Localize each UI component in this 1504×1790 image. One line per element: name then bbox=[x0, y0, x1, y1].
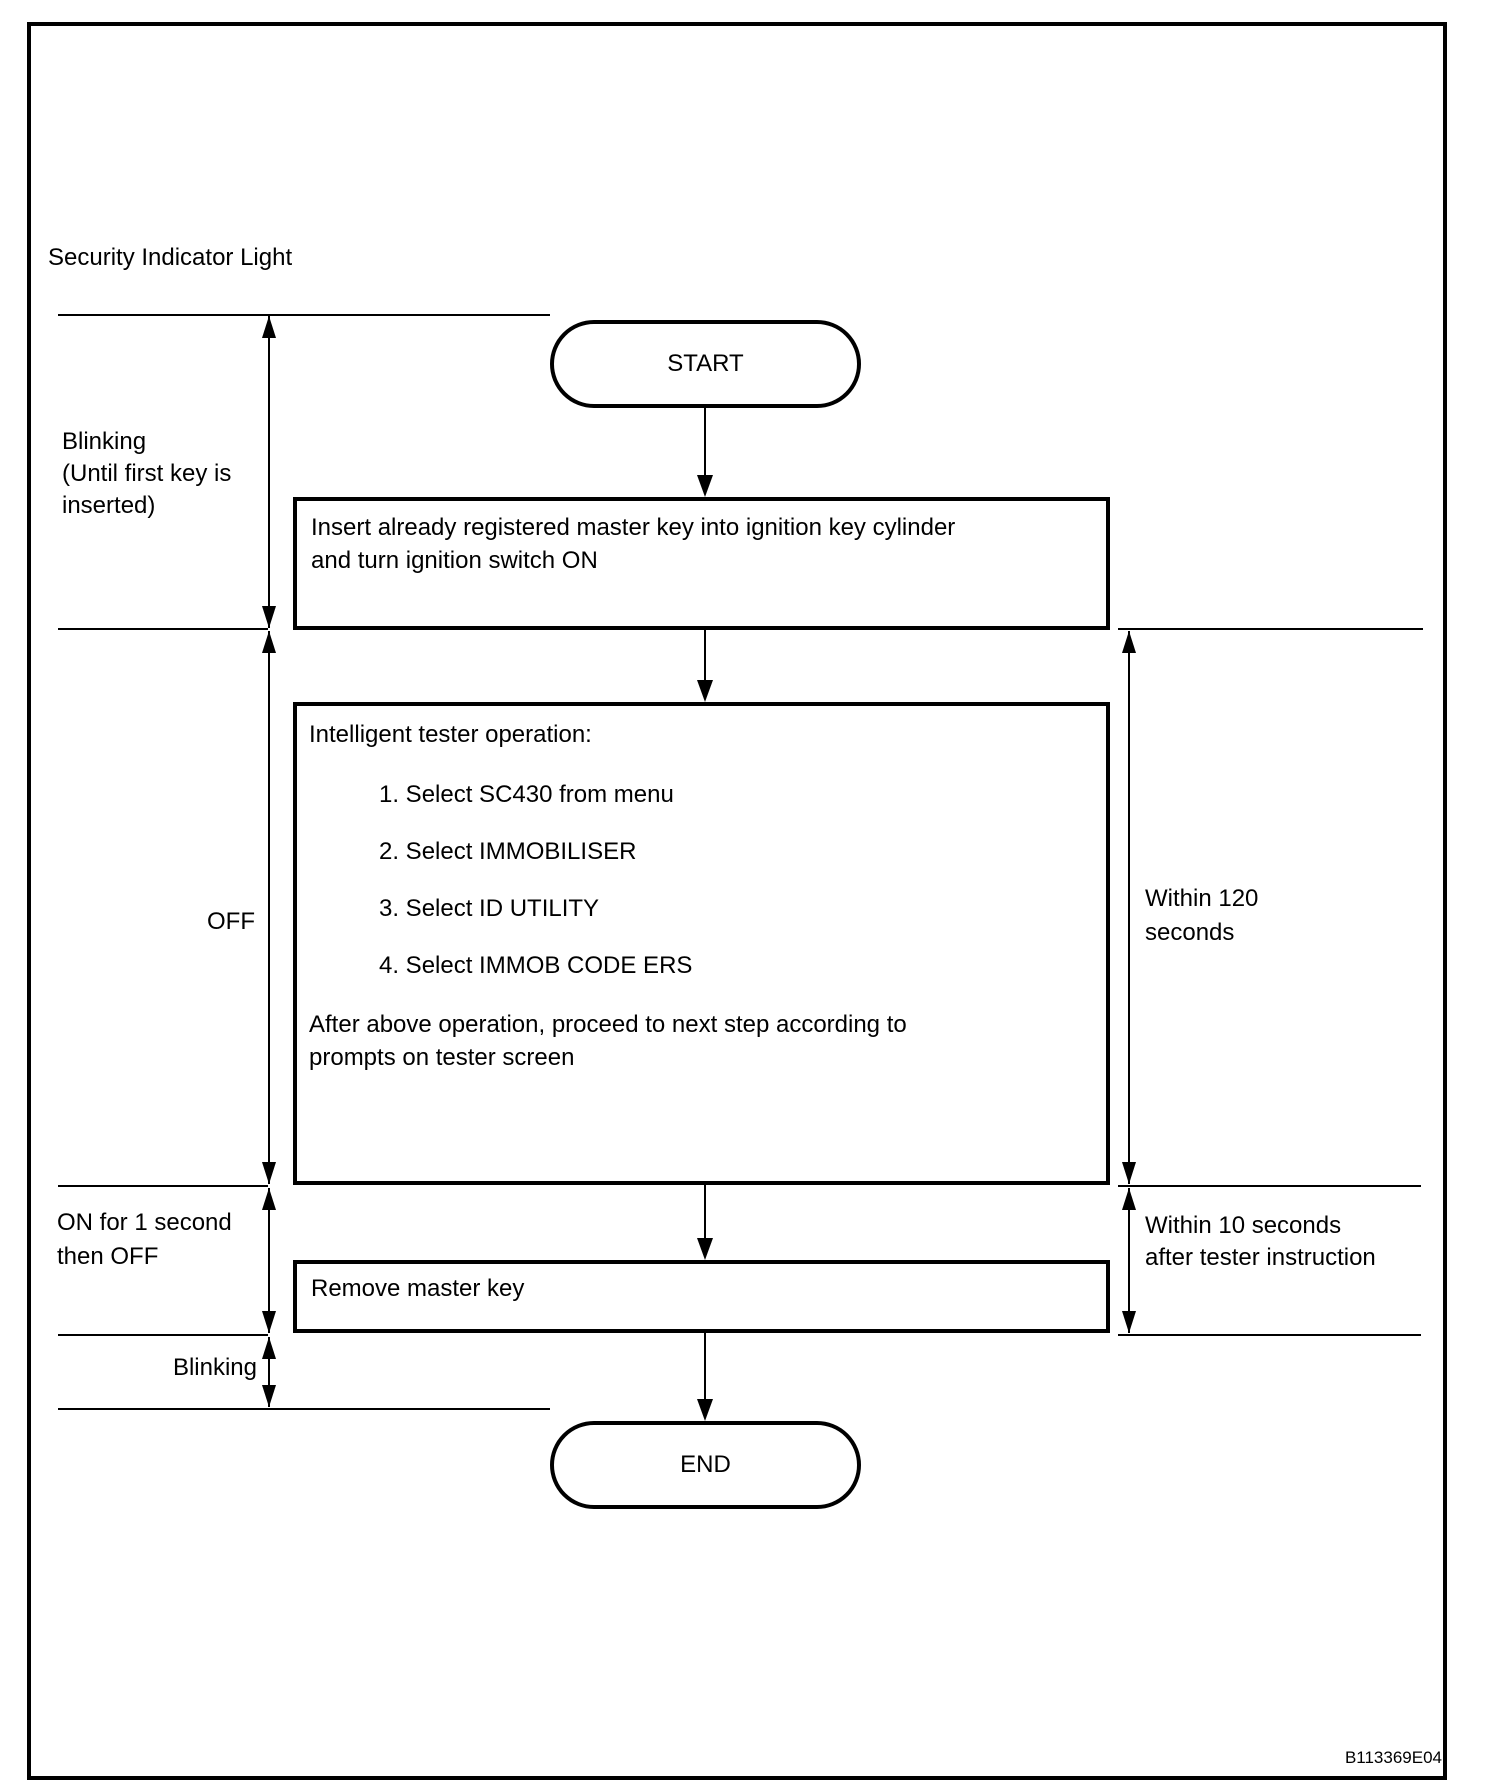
step1-insert-key-box: Insert already registered master key int… bbox=[293, 497, 1110, 630]
arrowhead-down-icon bbox=[262, 1385, 276, 1407]
arrowhead-down-icon bbox=[697, 680, 713, 702]
arrowhead-up-icon bbox=[1122, 1188, 1136, 1210]
tester-intro-text: Intelligent tester operation: bbox=[309, 721, 592, 748]
flow-connector bbox=[704, 408, 706, 478]
arrowhead-down-icon bbox=[262, 606, 276, 628]
arrowhead-down-icon bbox=[697, 1399, 713, 1421]
arrowhead-down-icon bbox=[697, 475, 713, 497]
blinking-first-label: Blinking (Until first key is inserted) bbox=[62, 428, 232, 519]
arrowhead-up-icon bbox=[262, 631, 276, 653]
within-120-label: Within 120 seconds bbox=[1145, 885, 1259, 946]
timeline-line-2-right bbox=[1118, 628, 1423, 630]
timeline-line-3-right bbox=[1118, 1185, 1421, 1187]
arrowhead-down-icon bbox=[1122, 1162, 1136, 1184]
step3-remove-key-box: Remove master key bbox=[293, 1260, 1110, 1333]
timeline-line-1 bbox=[58, 314, 550, 316]
start-node: START bbox=[550, 320, 861, 408]
arrowhead-up-icon bbox=[1122, 631, 1136, 653]
tester-outro-text: After above operation, proceed to next s… bbox=[309, 1011, 907, 1071]
timeline-line-4-right bbox=[1118, 1334, 1421, 1336]
blinking-end-phase-arrow bbox=[268, 1337, 270, 1407]
tester-step-4: 4. Select IMMOB CODE ERS bbox=[379, 952, 693, 979]
end-node: END bbox=[550, 1421, 861, 1509]
arrowhead-up-icon bbox=[262, 316, 276, 338]
blinking-end-label: Blinking bbox=[172, 1354, 257, 1381]
flow-connector bbox=[704, 1333, 706, 1401]
step2-tester-operation-box: Intelligent tester operation: 1. Select … bbox=[293, 702, 1110, 1185]
arrowhead-down-icon bbox=[697, 1238, 713, 1260]
timeline-line-4-left bbox=[58, 1334, 268, 1336]
on-one-second-phase-arrow bbox=[268, 1188, 270, 1333]
arrowhead-up-icon bbox=[262, 1188, 276, 1210]
page-border bbox=[27, 22, 1447, 1780]
arrowhead-up-icon bbox=[262, 1337, 276, 1359]
off-phase-arrow bbox=[268, 631, 270, 1184]
step3-text: Remove master key bbox=[311, 1275, 525, 1302]
tester-step-1: 1. Select SC430 from menu bbox=[379, 781, 674, 808]
step1-text: Insert already registered master key int… bbox=[311, 514, 956, 574]
within-10-arrow bbox=[1128, 1188, 1130, 1333]
blinking-phase-arrow bbox=[268, 316, 270, 628]
figure-ref-code: B113369E04 bbox=[1344, 1748, 1442, 1767]
tester-step-2: 2. Select IMMOBILISER bbox=[379, 838, 637, 865]
off-label: OFF bbox=[207, 908, 255, 935]
start-node-label: START bbox=[667, 350, 744, 377]
on-one-second-label: ON for 1 second then OFF bbox=[57, 1209, 232, 1270]
timeline-line-3-left bbox=[58, 1185, 268, 1187]
tester-step-3: 3. Select ID UTILITY bbox=[379, 895, 600, 922]
diagram-title: Security Indicator Light bbox=[48, 244, 293, 271]
end-node-label: END bbox=[680, 1451, 731, 1478]
within-120-arrow bbox=[1128, 631, 1130, 1184]
arrowhead-down-icon bbox=[1122, 1311, 1136, 1333]
flow-connector bbox=[704, 630, 706, 682]
arrowhead-down-icon bbox=[262, 1162, 276, 1184]
arrowhead-down-icon bbox=[262, 1311, 276, 1333]
timeline-line-2-left bbox=[58, 628, 268, 630]
timeline-line-5 bbox=[58, 1408, 550, 1410]
flow-connector bbox=[704, 1185, 706, 1240]
within-10-label: Within 10 seconds after tester instructi… bbox=[1145, 1212, 1376, 1271]
